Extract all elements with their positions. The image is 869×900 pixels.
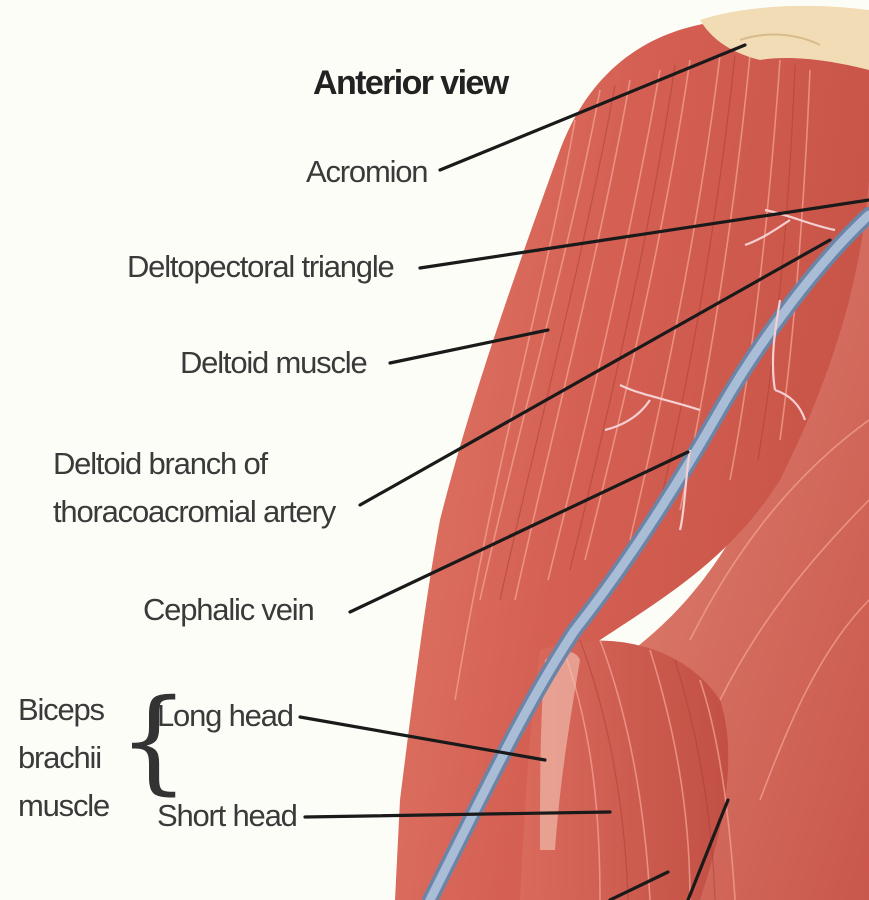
label-deltoid-branch-line1: Deltoid branch of	[53, 448, 267, 481]
label-deltopectoral-triangle: Deltopectoral triangle	[127, 251, 394, 284]
diagram-title: Anterior view	[313, 66, 508, 102]
label-deltoid-branch-line2: thoracoacromial artery	[53, 496, 335, 529]
label-biceps: Biceps	[18, 694, 104, 727]
label-acromion: Acromion	[306, 156, 427, 189]
label-deltoid-muscle: Deltoid muscle	[180, 347, 367, 380]
label-cephalic-vein: Cephalic vein	[143, 594, 314, 627]
label-brachii: brachii	[18, 742, 101, 775]
label-long-head: Long head	[157, 700, 293, 733]
label-short-head: Short head	[157, 800, 297, 833]
label-muscle: muscle	[18, 790, 109, 823]
